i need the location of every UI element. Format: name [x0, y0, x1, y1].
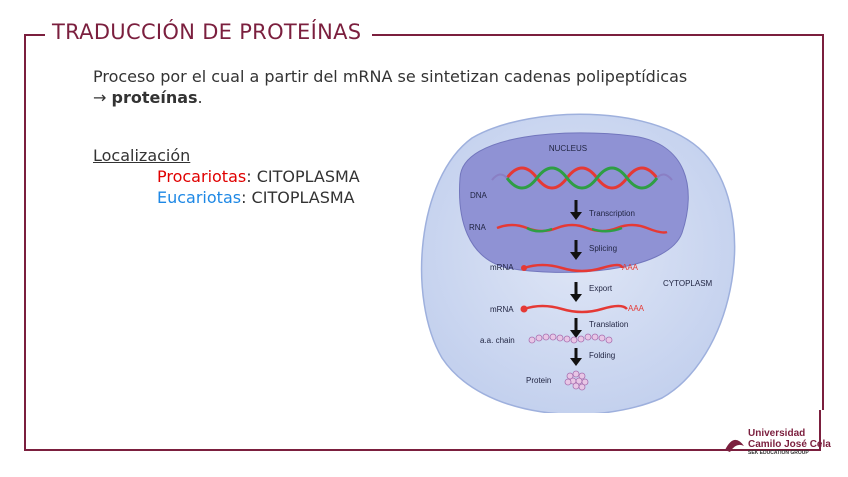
logo-line-1: Universidad: [748, 428, 805, 439]
mrna-label-2: mRNA: [490, 305, 514, 314]
definition-text: Proceso por el cual a partir del mRNA se…: [93, 67, 687, 86]
translation-label: Translation: [589, 320, 628, 329]
prokaryotes-row: Procariotas: CITOPLASMA: [93, 166, 360, 187]
definition-paragraph: Proceso por el cual a partir del mRNA se…: [93, 66, 773, 108]
aa-chain-label: a.a. chain: [480, 336, 515, 345]
prokaryotes-value: : CITOPLASMA: [246, 167, 360, 186]
logo-line-3: SEK EDUCATION GROUP: [748, 450, 809, 456]
transcription-label: Transcription: [589, 209, 635, 218]
dna-label: DNA: [470, 191, 488, 200]
rna-label: RNA: [469, 223, 487, 232]
splicing-label: Splicing: [589, 244, 617, 253]
eukaryotes-label: Eucariotas: [157, 188, 241, 207]
polya-label-2: AAA: [628, 304, 645, 313]
definition-result: proteínas: [112, 88, 198, 107]
logo-line-2: Camilo José Cela: [748, 439, 831, 450]
nucleus: [460, 133, 689, 273]
protein-label: Protein: [526, 376, 551, 385]
slide-title: TRADUCCIÓN DE PROTEÍNAS: [52, 20, 361, 44]
export-label: Export: [589, 284, 613, 293]
cytoplasm-label: CYTOPLASM: [663, 279, 713, 288]
mrna-label-1: mRNA: [490, 263, 514, 272]
prokaryotes-label: Procariotas: [157, 167, 246, 186]
localization-block: Localización Procariotas: CITOPLASMA Euc…: [93, 145, 360, 208]
eukaryotes-value: : CITOPLASMA: [241, 188, 355, 207]
arrow-symbol: →: [93, 88, 106, 107]
folding-label: Folding: [589, 351, 615, 360]
polya-label-1: AAA: [622, 263, 639, 272]
nucleus-label: NUCLEUS: [549, 144, 587, 153]
eukaryotes-row: Eucariotas: CITOPLASMA: [93, 187, 360, 208]
definition-end: .: [198, 88, 203, 107]
localization-title: Localización: [93, 145, 360, 166]
protein-synthesis-diagram: NUCLEUS DNA Transcription RNA Splicing m…: [412, 108, 747, 413]
